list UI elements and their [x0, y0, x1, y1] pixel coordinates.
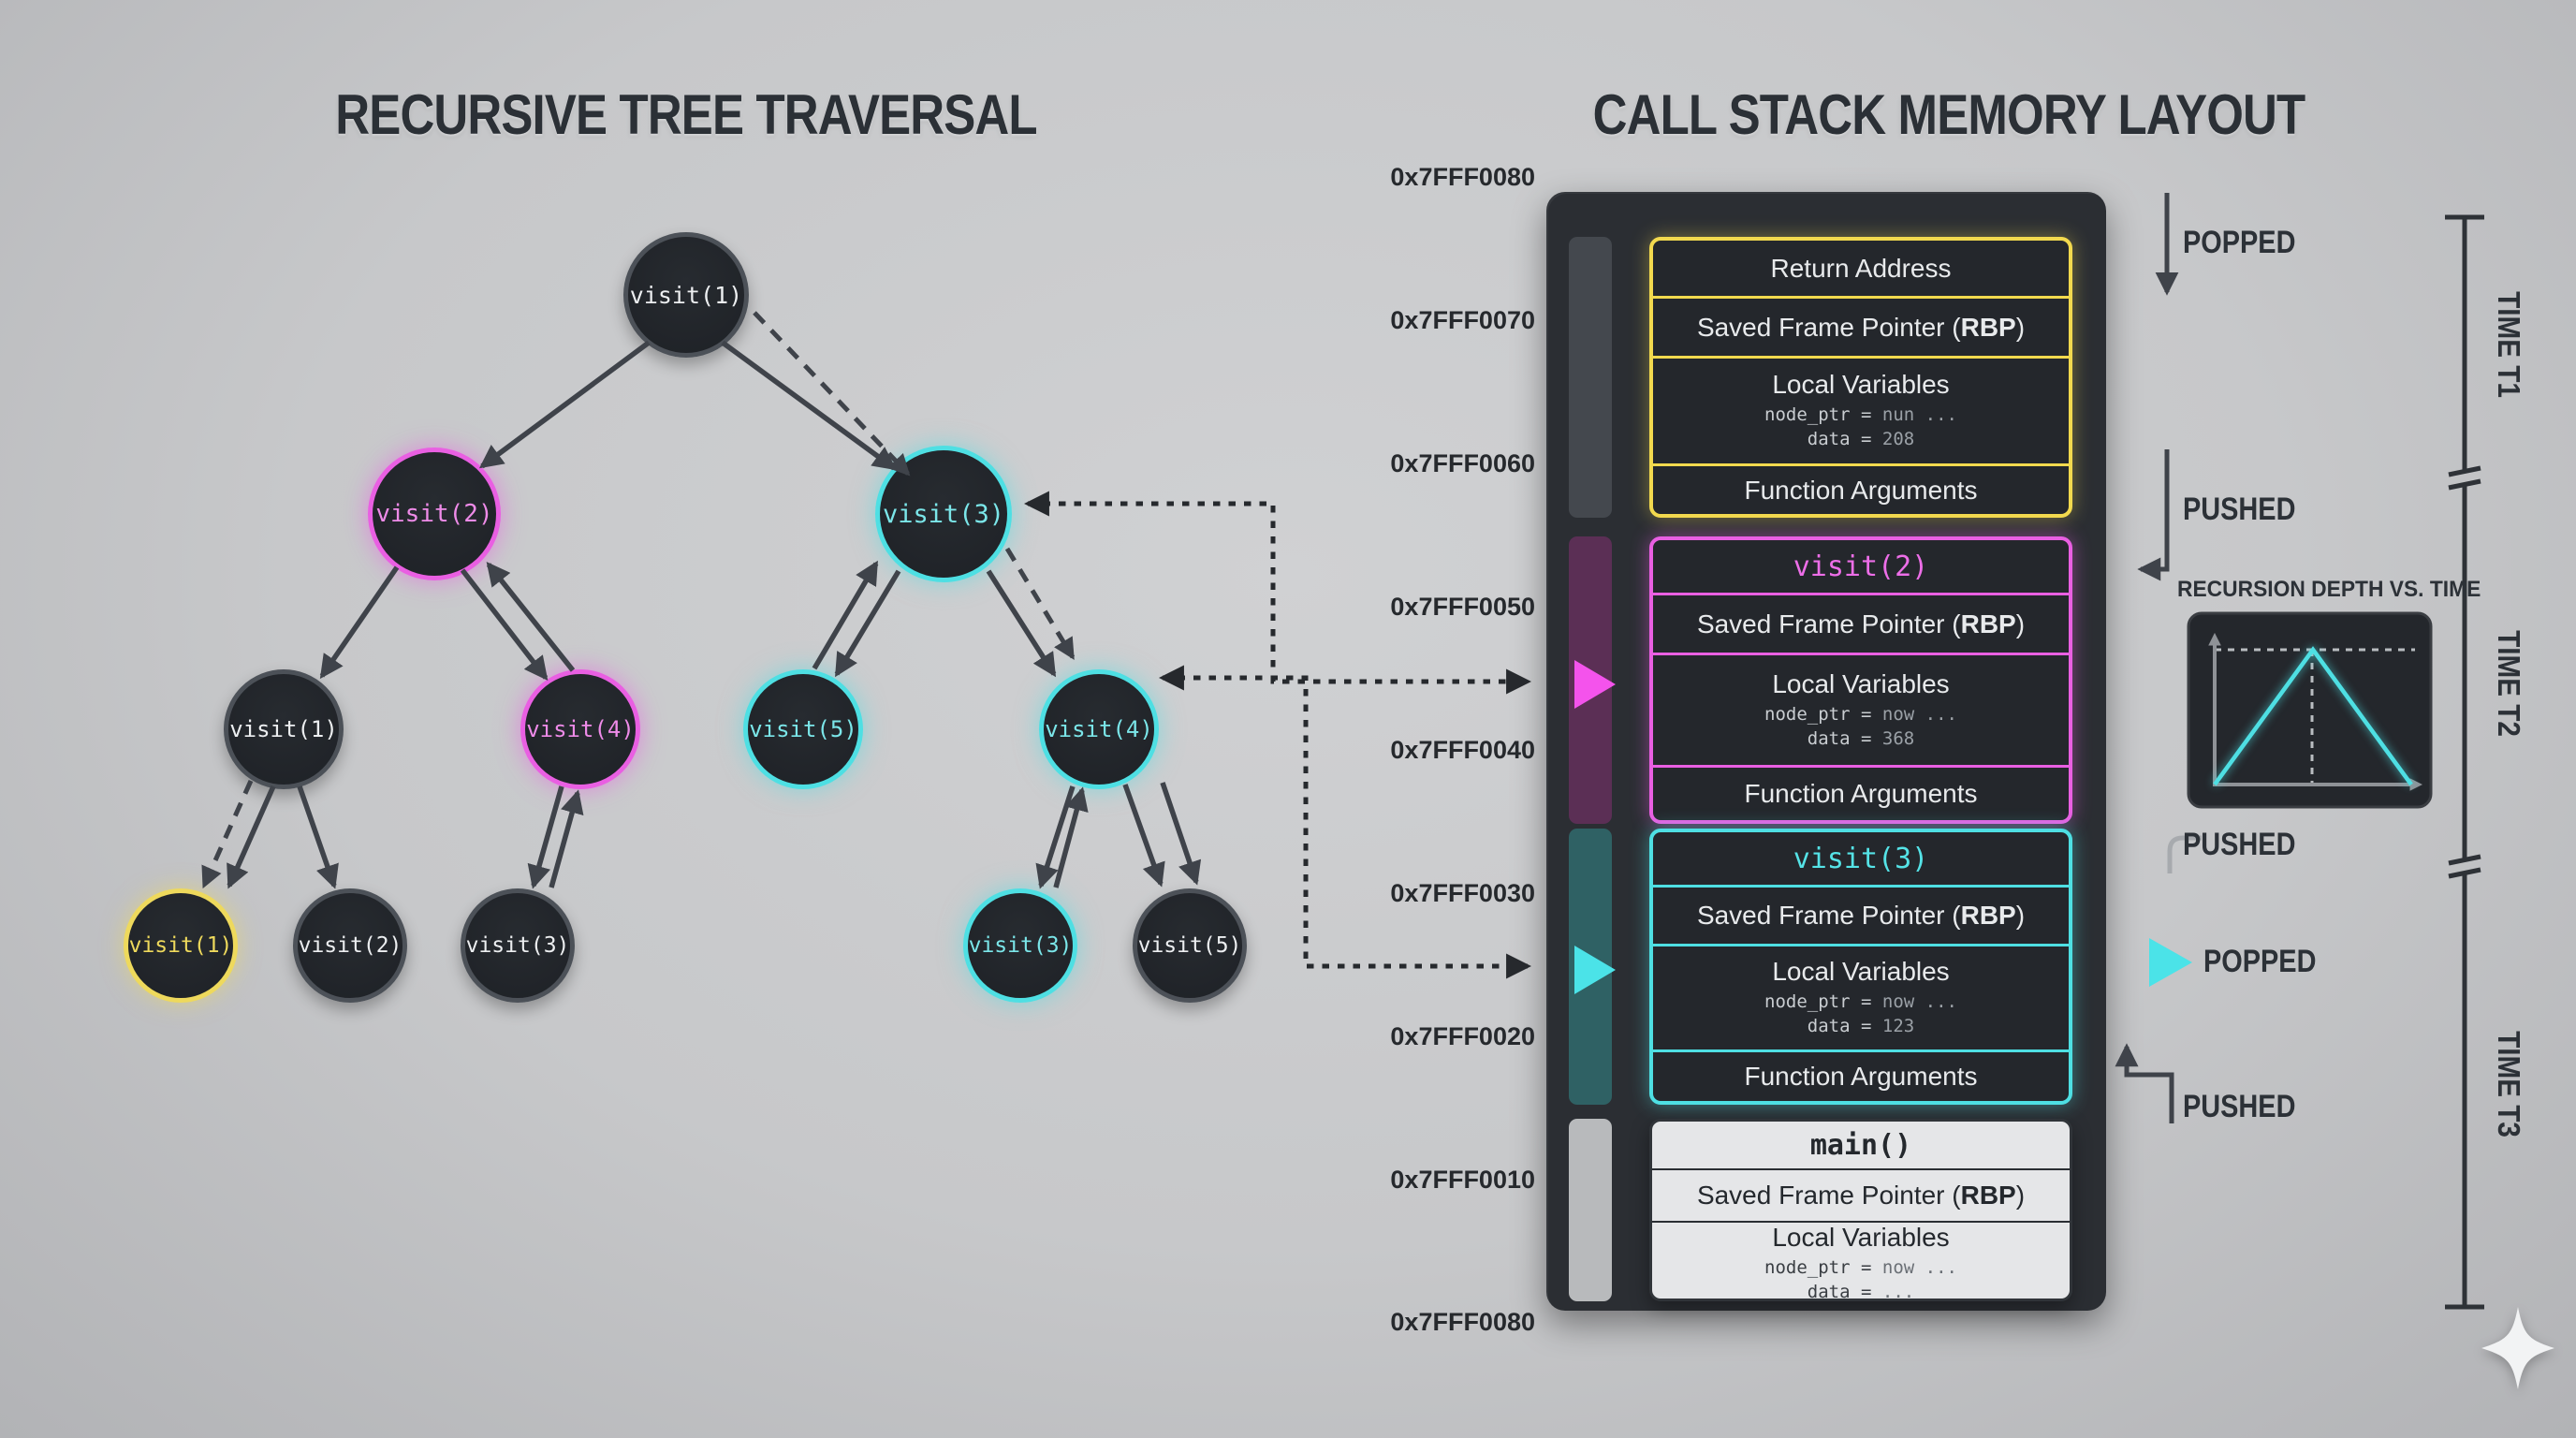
tree-edge-4: [460, 568, 549, 682]
tree-edge-18: [1160, 782, 1202, 886]
pushed-t2-arrow: [2137, 449, 2170, 581]
frame-t1-saved-frame-pointer: Saved Frame Pointer (RBP): [1653, 296, 2069, 356]
frame-t3-row-3: Function Arguments: [1653, 1049, 2069, 1101]
tree-edge-16: [1053, 786, 1089, 888]
tree-edge-5: [486, 562, 576, 672]
chart-title: RECURSION DEPTH VS. TIME: [2177, 577, 2481, 602]
sparkle-icon: [2481, 1307, 2554, 1389]
tree-node-root: visit(1): [623, 232, 749, 358]
tree-edge-9: [1004, 547, 1076, 660]
tree-edge-1: [721, 340, 898, 471]
tree-edge-3: [319, 565, 400, 680]
memory-address-6: 0x7FFF0020: [1390, 1022, 1535, 1050]
label-time-t1: TIME T1: [2492, 291, 2526, 398]
frame-t2-row-3: Function Arguments: [1653, 765, 2069, 820]
recursion-depth-chart: [2187, 611, 2433, 809]
memory-address-7: 0x7FFF0010: [1390, 1166, 1535, 1194]
tree-node-v2b: visit(2): [293, 888, 407, 1003]
tree-edge-17: [1122, 784, 1165, 888]
stack-frame-main: main() Saved Frame Pointer (RBP)Local Var…: [1649, 1119, 2072, 1301]
tree-node-v3c: visit(3): [963, 888, 1077, 1003]
tree-node-v4m: visit(4): [520, 669, 640, 789]
stack-strip-light: [1569, 1119, 1612, 1301]
memory-address-0: 0x7FFF0080: [1390, 163, 1535, 191]
tree-edge-2: [753, 311, 911, 477]
frame-t3-saved-frame-pointer: Saved Frame Pointer (RBP): [1653, 885, 2069, 944]
tree-edges: [201, 311, 1202, 889]
tree-node-v3b: visit(3): [461, 888, 575, 1003]
stack-frame-t2: visit(2) Saved Frame Pointer (RBP)Local V…: [1649, 536, 2072, 824]
tree-node-v2: visit(2): [368, 448, 501, 580]
stack-frame-t3: visit(3) Saved Frame Pointer (RBP)Local V…: [1649, 829, 2072, 1105]
frame-t2-saved-frame-pointer: Saved Frame Pointer (RBP): [1653, 593, 2069, 653]
connector-frame2-to-visit3: [1023, 491, 1532, 695]
pushed-corner-tab: [2167, 835, 2202, 873]
label-pushed-t3: PUSHED: [2183, 827, 2296, 862]
tree-node-v1c: visit(1): [224, 669, 344, 789]
right-section-title: CALL STACK MEMORY LAYOUT: [1592, 83, 2306, 146]
label-pushed-t2: PUSHED: [2183, 492, 2296, 527]
tree-edge-7: [812, 560, 879, 670]
frame-t3-title: visit(3): [1793, 842, 1929, 875]
label-popped-mid: POPPED: [2203, 944, 2317, 979]
label-popped-t1: POPPED: [2183, 225, 2296, 260]
tree-edge-11: [227, 785, 276, 889]
chart-background: [2187, 611, 2433, 809]
chart-depth-line: [2213, 646, 2413, 786]
timeline: [2445, 214, 2484, 1310]
stack-strip-gray: [1569, 237, 1612, 518]
label-time-t2: TIME T2: [2492, 630, 2526, 737]
memory-address-1: 0x7FFF0070: [1390, 306, 1535, 334]
tree-edge-12: [297, 785, 339, 889]
frame-main-title: main(): [1809, 1128, 1912, 1162]
stack-pointer-connectors: [1023, 491, 1532, 979]
label-pushed-bottom: PUSHED: [2183, 1089, 2296, 1124]
left-section-title: RECURSIVE TREE TRAVERSAL: [335, 83, 1037, 146]
memory-address-2: 0x7FFF0060: [1390, 449, 1535, 477]
label-time-t3: TIME T3: [2492, 1031, 2526, 1137]
tree-node-v5c: visit(5): [743, 669, 863, 789]
tree-edge-0: [478, 340, 651, 469]
frame-t2-title: visit(2): [1793, 550, 1929, 583]
tree-edge-8: [986, 569, 1057, 678]
frame-main-saved-frame-pointer: Saved Frame Pointer (RBP): [1652, 1168, 2070, 1221]
memory-address-8: 0x7FFF0080: [1390, 1308, 1535, 1336]
tree-edge-6: [834, 569, 901, 678]
tree-node-v1y: visit(1): [124, 888, 238, 1003]
tree-edge-14: [549, 789, 584, 888]
tree-edge-13: [527, 785, 564, 889]
tree-edge-10: [201, 779, 254, 889]
connector-frame3-to-visit4: [1158, 665, 1532, 979]
pushed-bottom-arrow: [2115, 1043, 2174, 1123]
frame-t1-row-0: Return Address: [1770, 253, 1952, 283]
frame-t1-row-3: Function Arguments: [1653, 463, 2069, 514]
